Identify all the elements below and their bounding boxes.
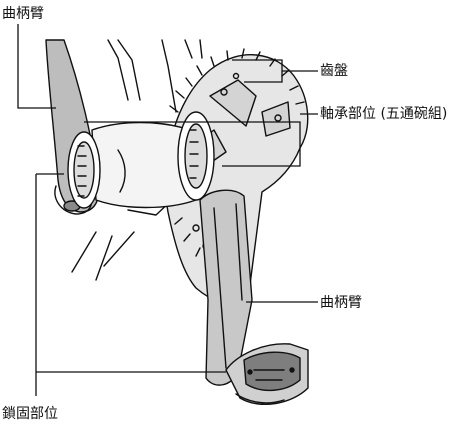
callout-lines	[17, 24, 318, 396]
left-bearing	[67, 131, 101, 209]
label-crank-arm-right: 曲柄臂	[320, 295, 362, 311]
label-chainring: 齒盤	[320, 63, 348, 79]
pedal	[225, 343, 309, 405]
label-crank-arm-top: 曲柄臂	[2, 6, 44, 22]
crank-arm-top-leader	[17, 24, 56, 109]
right-crank-arm	[199, 189, 253, 386]
label-lock-position: 鎖固部位	[2, 406, 58, 422]
right-bearing	[177, 111, 215, 201]
label-bearing: 軸承部位 (五通碗組)	[320, 106, 448, 122]
bearing-leader-bracket	[84, 121, 301, 167]
